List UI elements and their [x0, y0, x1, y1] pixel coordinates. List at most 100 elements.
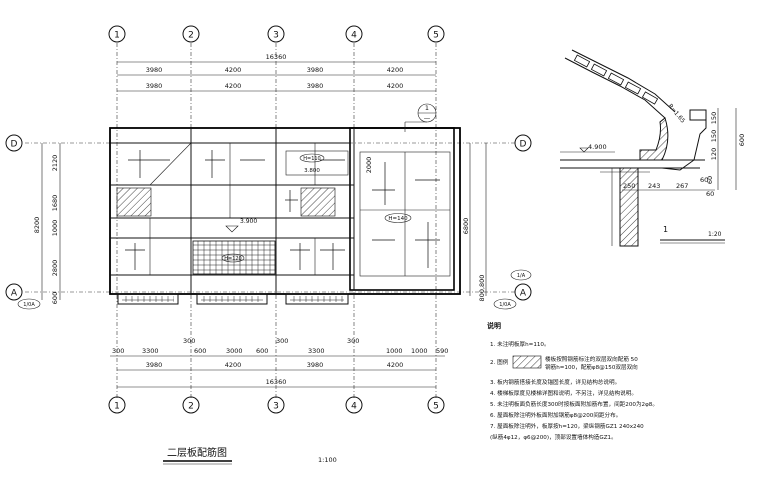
axis-bubbles-bottom: 1 2 3 4 5 [108, 396, 445, 414]
legend-text-2: 钢筋h=100，配筋φ8@150双层双向 [545, 363, 638, 371]
detail-dim-h3: 60 [700, 176, 708, 184]
dimensions-bottom: 300 3300 300 600 3000 600 300 3300 300 1… [110, 337, 448, 388]
detail-dim-v1: 150 [710, 130, 718, 142]
axis-d-left: D [11, 140, 18, 150]
dim-left-2: 1000 [51, 220, 59, 237]
drawing-title: 二层板配筋图 [167, 446, 227, 459]
detail-dim-v0: 150 [710, 112, 718, 124]
detail-dim-h2: 267 [676, 182, 688, 190]
axis-a-left: A [11, 289, 18, 299]
plan-label-elev: 3.900 [240, 218, 257, 225]
axis-2-top: 2 [188, 31, 194, 41]
detail-radius: R=1.65 [666, 103, 686, 125]
axis-0a-right: 1/0A [499, 302, 511, 308]
dim-b-r2-0: 3980 [146, 361, 163, 369]
dim-top-r2-0: 3980 [146, 82, 163, 90]
dim-top-r2-3: 4200 [387, 82, 404, 90]
dim-b-9: 1000 [386, 347, 403, 355]
axis-5-bottom: 5 [433, 402, 439, 412]
drawing-scale: 1:100 [318, 456, 337, 464]
hatched-slab [116, 187, 152, 217]
axis-3-top: 3 [273, 31, 279, 41]
dim-top-r1-0: 3980 [146, 66, 163, 74]
dim-b-4: 3000 [226, 347, 243, 355]
dim-top-total: 16360 [266, 53, 287, 61]
hatched-slab [300, 187, 336, 217]
callout-top: 1 [425, 104, 429, 112]
grid-slab [192, 240, 276, 275]
note-3: 3. 板内钢筋搭接长度及锚固长度，详见结构总说明。 [490, 378, 620, 386]
dim-b-r2-3: 4200 [387, 361, 404, 369]
plan-label-h2: H=140 [388, 216, 408, 222]
legend-hatch-swatch [512, 355, 542, 369]
axis-2-bottom: 2 [188, 402, 194, 412]
detail-dim-h1: 243 [648, 182, 660, 190]
axis-1-bottom: 1 [114, 402, 120, 412]
dim-top-r1-1: 4200 [225, 66, 242, 74]
plan-label-h1: H=110 [303, 156, 321, 162]
dim-b-11: 590 [436, 347, 448, 355]
detail-dim-h0: 250 [623, 182, 635, 190]
note-5: 5. 未注明板面负筋长度300时按板面附加筋布置，间距200为2φ8。 [490, 400, 658, 408]
plan-label-h3: H=120 [224, 256, 242, 262]
axis-1-top: 1 [114, 31, 120, 41]
plan-body: H=110 3.800 H=140 H=120 3.900 1 — [109, 103, 461, 305]
note-4: 4. 楼梯板厚度见楼梯详图和说明，不另注，详见结构说明。 [490, 389, 637, 397]
dim-left-0: 2120 [51, 155, 59, 172]
detail-dim-v2: 120 [710, 148, 718, 160]
balcony [196, 293, 268, 305]
dim-b-0: 300 [112, 347, 124, 355]
dim-b-7: 3300 [308, 347, 325, 355]
dim-left-total: 8200 [33, 217, 41, 234]
detail-elev: 4.900 [588, 143, 607, 151]
note-8: (纵筋4φ12，φ6@200)，顶部设置墙体构造GZ1。 [490, 433, 617, 441]
axis-d-right: D [520, 140, 527, 150]
note-2: 2. 图例 [490, 358, 509, 366]
axis-1a-right: 1/A [517, 273, 526, 279]
axis-5-top: 5 [433, 31, 439, 41]
detail-dim-v5: 60 [706, 190, 714, 198]
eave-detail: 4.900 R=1.65 150 150 120 600 60 60 250 2… [560, 49, 746, 247]
dim-left-3: 2800 [51, 260, 59, 277]
axis-bubbles-top: 1 2 3 4 5 [108, 25, 445, 43]
dim-b-r2-1: 4200 [225, 361, 242, 369]
detail-id: 1 [663, 225, 668, 234]
dim-b-1: 3300 [142, 347, 159, 355]
dim-b-5: 600 [256, 347, 268, 355]
legend-text-1: 楼板按照钢筋标注的双层双向配筋 50 [545, 355, 638, 363]
dim-b-total: 16360 [266, 378, 287, 386]
notes-heading: 说明 [487, 321, 501, 330]
dimensions-top: 16360 3980 4200 3980 4200 3980 4200 3980… [117, 53, 436, 92]
callout-bot: — [424, 114, 431, 122]
balcony [285, 293, 349, 305]
axis-3-bottom: 3 [273, 402, 279, 412]
note-1: 1. 未注明板厚h=110。 [490, 340, 550, 348]
dimensions-right: 6800 800,800 2000 [365, 143, 487, 302]
rebar-marks [125, 150, 440, 270]
axis-4-bottom: 4 [351, 402, 357, 412]
axis-0a-left: 1/0A [23, 302, 35, 308]
dimensions-left: 8200 2120 1680 1000 2800 600 [33, 143, 61, 304]
general-notes: 说明 1. 未注明板厚h=110。 2. 图例 楼板按照钢筋标注的双层双向配筋 … [487, 321, 658, 441]
detail-dim-v4: 60 [706, 176, 714, 184]
dim-b-8: 300 [347, 337, 359, 345]
dim-right-top: 2000 [365, 157, 373, 174]
dim-left-1: 1680 [51, 195, 59, 212]
dim-b-3: 600 [194, 347, 206, 355]
detail-dim-v3: 600 [738, 134, 746, 146]
dim-b-r2-2: 3980 [307, 361, 324, 369]
dim-right-bottom: 800,800 [478, 275, 486, 302]
dim-b-10: 1000 [411, 347, 428, 355]
plan-label-h1b: 3.800 [304, 168, 320, 174]
axis-a-right: A [520, 289, 527, 299]
balcony [117, 293, 179, 305]
dim-top-r1-2: 3980 [307, 66, 324, 74]
axis-4-top: 4 [351, 31, 357, 41]
dim-top-r1-3: 4200 [387, 66, 404, 74]
note-7: 7. 屋面板除注明外，板厚按h=120，梁纵钢筋GZ1 240x240 [490, 422, 644, 430]
dim-b-6: 300 [276, 337, 288, 345]
dim-top-r2-2: 3980 [307, 82, 324, 90]
dim-b-2: 300 [183, 337, 195, 345]
